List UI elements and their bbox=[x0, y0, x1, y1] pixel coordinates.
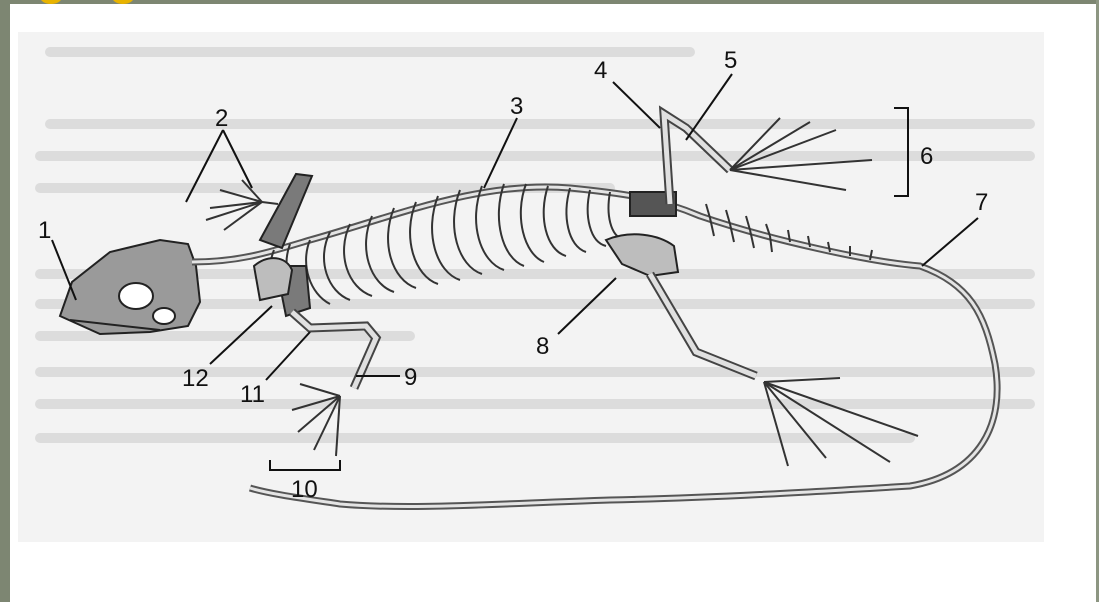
label-4: 4 bbox=[594, 57, 607, 84]
label-12: 12 bbox=[182, 365, 209, 392]
label-1: 1 bbox=[38, 217, 51, 244]
label-8: 8 bbox=[536, 333, 549, 360]
label-7: 7 bbox=[975, 189, 988, 216]
label-5: 5 bbox=[724, 47, 737, 74]
label-6: 6 bbox=[920, 143, 933, 170]
label-11: 11 bbox=[240, 381, 265, 408]
lizard-skeleton-diagram: 1 2 3 4 5 6 7 8 9 10 11 12 bbox=[10, 4, 1096, 602]
diagram-canvas: 1 2 3 4 5 6 7 8 9 10 11 12 bbox=[10, 4, 1096, 602]
frame-left-border bbox=[0, 0, 10, 602]
label-3: 3 bbox=[510, 93, 523, 120]
label-2: 2 bbox=[215, 105, 228, 132]
label-9: 9 bbox=[404, 364, 417, 391]
label-10: 10 bbox=[291, 476, 318, 503]
